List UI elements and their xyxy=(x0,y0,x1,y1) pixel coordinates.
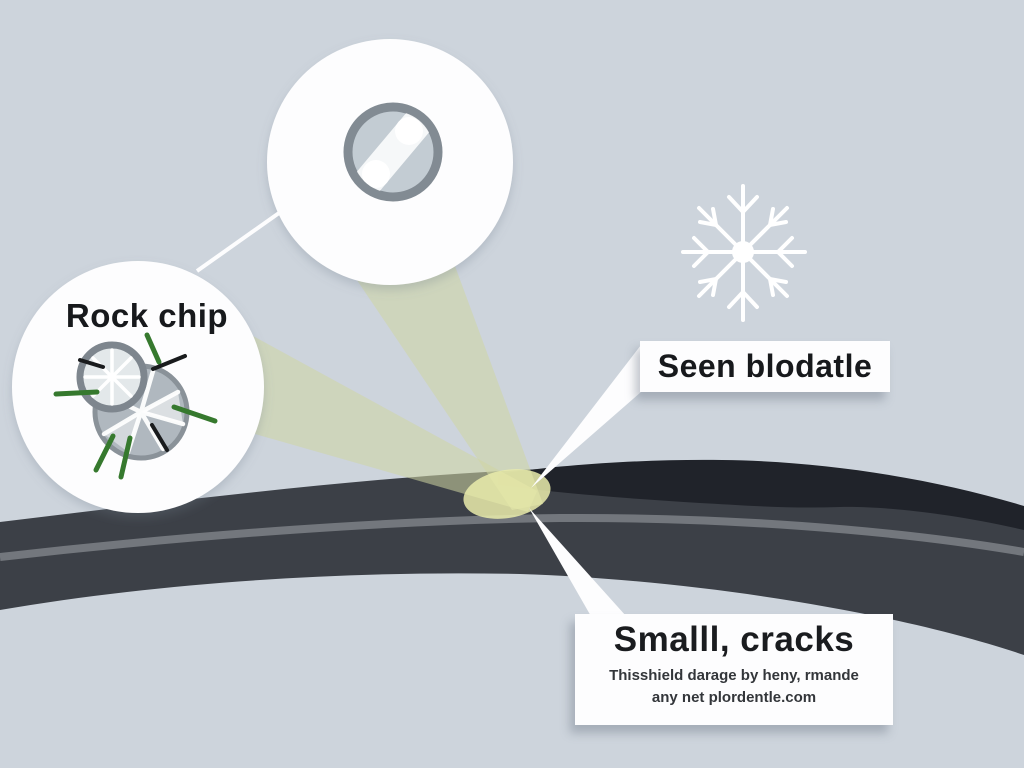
small-cracks-callout: Smalll, cracks Thisshield darage by heny… xyxy=(575,614,893,725)
star-break-icon xyxy=(681,184,807,322)
black-crack-spikes xyxy=(78,354,187,452)
rock-chip-icon xyxy=(53,332,218,480)
pointer-to-small-cracks xyxy=(529,508,626,618)
light-beams xyxy=(253,252,551,519)
callout-pointers xyxy=(529,345,641,618)
band-stripe xyxy=(0,513,1024,561)
beam-from-left-circle xyxy=(253,336,537,512)
star-break-callout-label: Seen blodatle xyxy=(657,348,873,384)
band-dark-top xyxy=(498,459,1024,530)
green-crack-spikes xyxy=(53,332,218,480)
rock-chip-label: Rock chip xyxy=(65,297,229,334)
small-cracks-callout-title: Smalll, cracks xyxy=(613,620,855,659)
small-cracks-callout-line2: any net plordentle.com xyxy=(651,689,817,706)
bullseye-chip-icon xyxy=(343,102,443,202)
windshield-band xyxy=(0,459,1024,655)
circle-connector-line xyxy=(195,211,281,273)
impact-glow xyxy=(463,469,551,519)
band-main xyxy=(0,468,1024,655)
pointer-to-star-break xyxy=(531,345,641,488)
star-break-callout: Seen blodatle xyxy=(640,341,890,392)
small-cracks-callout-line1: Thisshield darage by heny, rmande xyxy=(609,667,859,684)
beam-from-top-circle xyxy=(338,252,543,510)
